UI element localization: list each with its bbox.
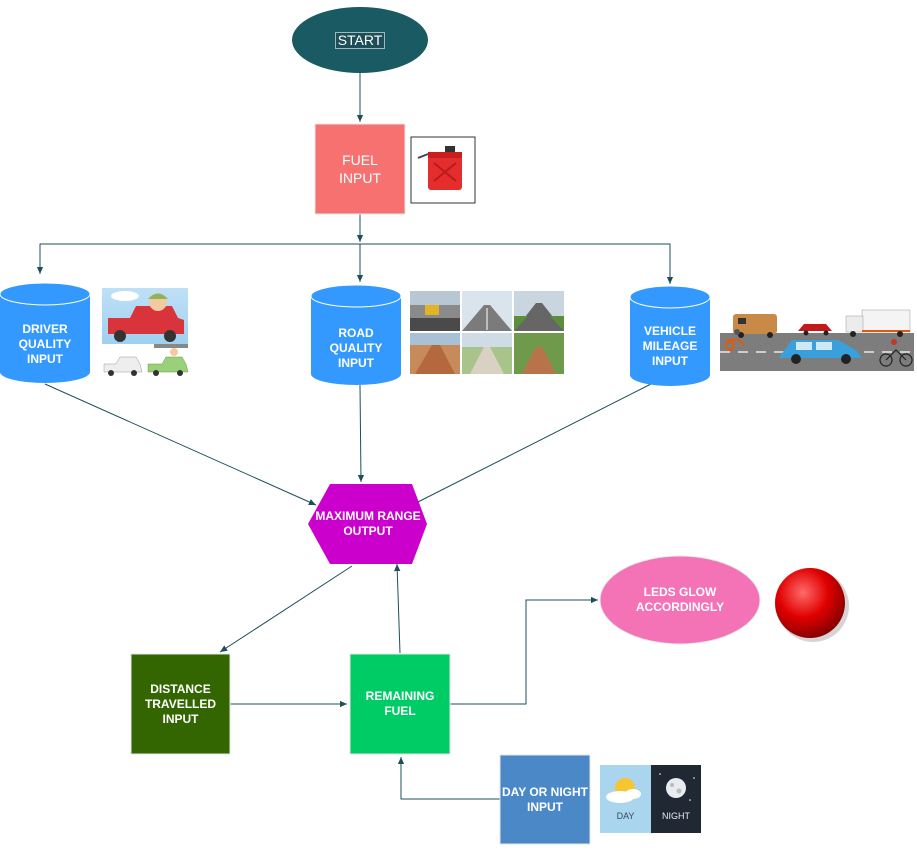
red-led-icon <box>775 568 849 642</box>
vehicle-mileage-node[interactable] <box>629 285 711 386</box>
maximum-range-label: MAXIMUM RANGE OUTPUT <box>315 509 421 538</box>
fuel-jerrycan-icon <box>410 136 476 204</box>
arrow-remaining-to-leds <box>450 596 598 705</box>
leds-glow-node[interactable] <box>599 555 761 645</box>
driver-quality-label: DRIVER QUALITY INPUT <box>18 321 72 366</box>
remaining-fuel-label: REMAINING FUEL <box>365 689 435 718</box>
arrow-to-vehicle <box>360 243 674 284</box>
vehicle-mileage-label: VEHICLE MILEAGE INPUT <box>642 323 698 368</box>
distance-travelled-node[interactable] <box>130 653 231 755</box>
road-quality-label: ROAD QUALITY INPUT <box>329 325 383 370</box>
connectors <box>36 71 674 800</box>
day-or-night-label: DAY OR NIGHT INPUT <box>501 784 588 814</box>
arrow-driver-to-max <box>44 383 317 506</box>
arrow-daynight-to-remaining <box>397 757 500 800</box>
day-or-night-node[interactable] <box>499 754 591 845</box>
driver-quality-node[interactable] <box>0 282 91 383</box>
vehicles-traffic-icon <box>720 305 914 371</box>
day-label: DAY <box>616 810 635 821</box>
distance-travelled-label: DISTANCE TRAVELLED INPUT <box>144 681 217 726</box>
fuel-input-node[interactable] <box>314 123 406 215</box>
arrow-remaining-to-max <box>394 563 401 654</box>
remaining-fuel-node[interactable] <box>349 653 451 755</box>
arrow-to-driver <box>36 243 360 274</box>
fuel-input-label: FUEL INPUT <box>339 152 381 186</box>
arrow-max-to-distance <box>219 565 353 653</box>
road-quality-node[interactable] <box>310 284 402 385</box>
night-label: NIGHT <box>662 810 690 821</box>
day-night-icon <box>600 765 701 833</box>
arrow-road-to-max <box>357 384 365 483</box>
arrow-vehicle-to-max <box>411 383 652 506</box>
road-photos-icon <box>410 291 564 374</box>
maximum-range-output-node[interactable] <box>308 484 427 564</box>
driver-pickup-truck-icon <box>102 288 189 376</box>
start-text: START <box>334 31 386 49</box>
leds-glow-label: LEDS GLOW ACCORDINGLY <box>635 585 725 614</box>
start-label: START <box>292 7 428 73</box>
